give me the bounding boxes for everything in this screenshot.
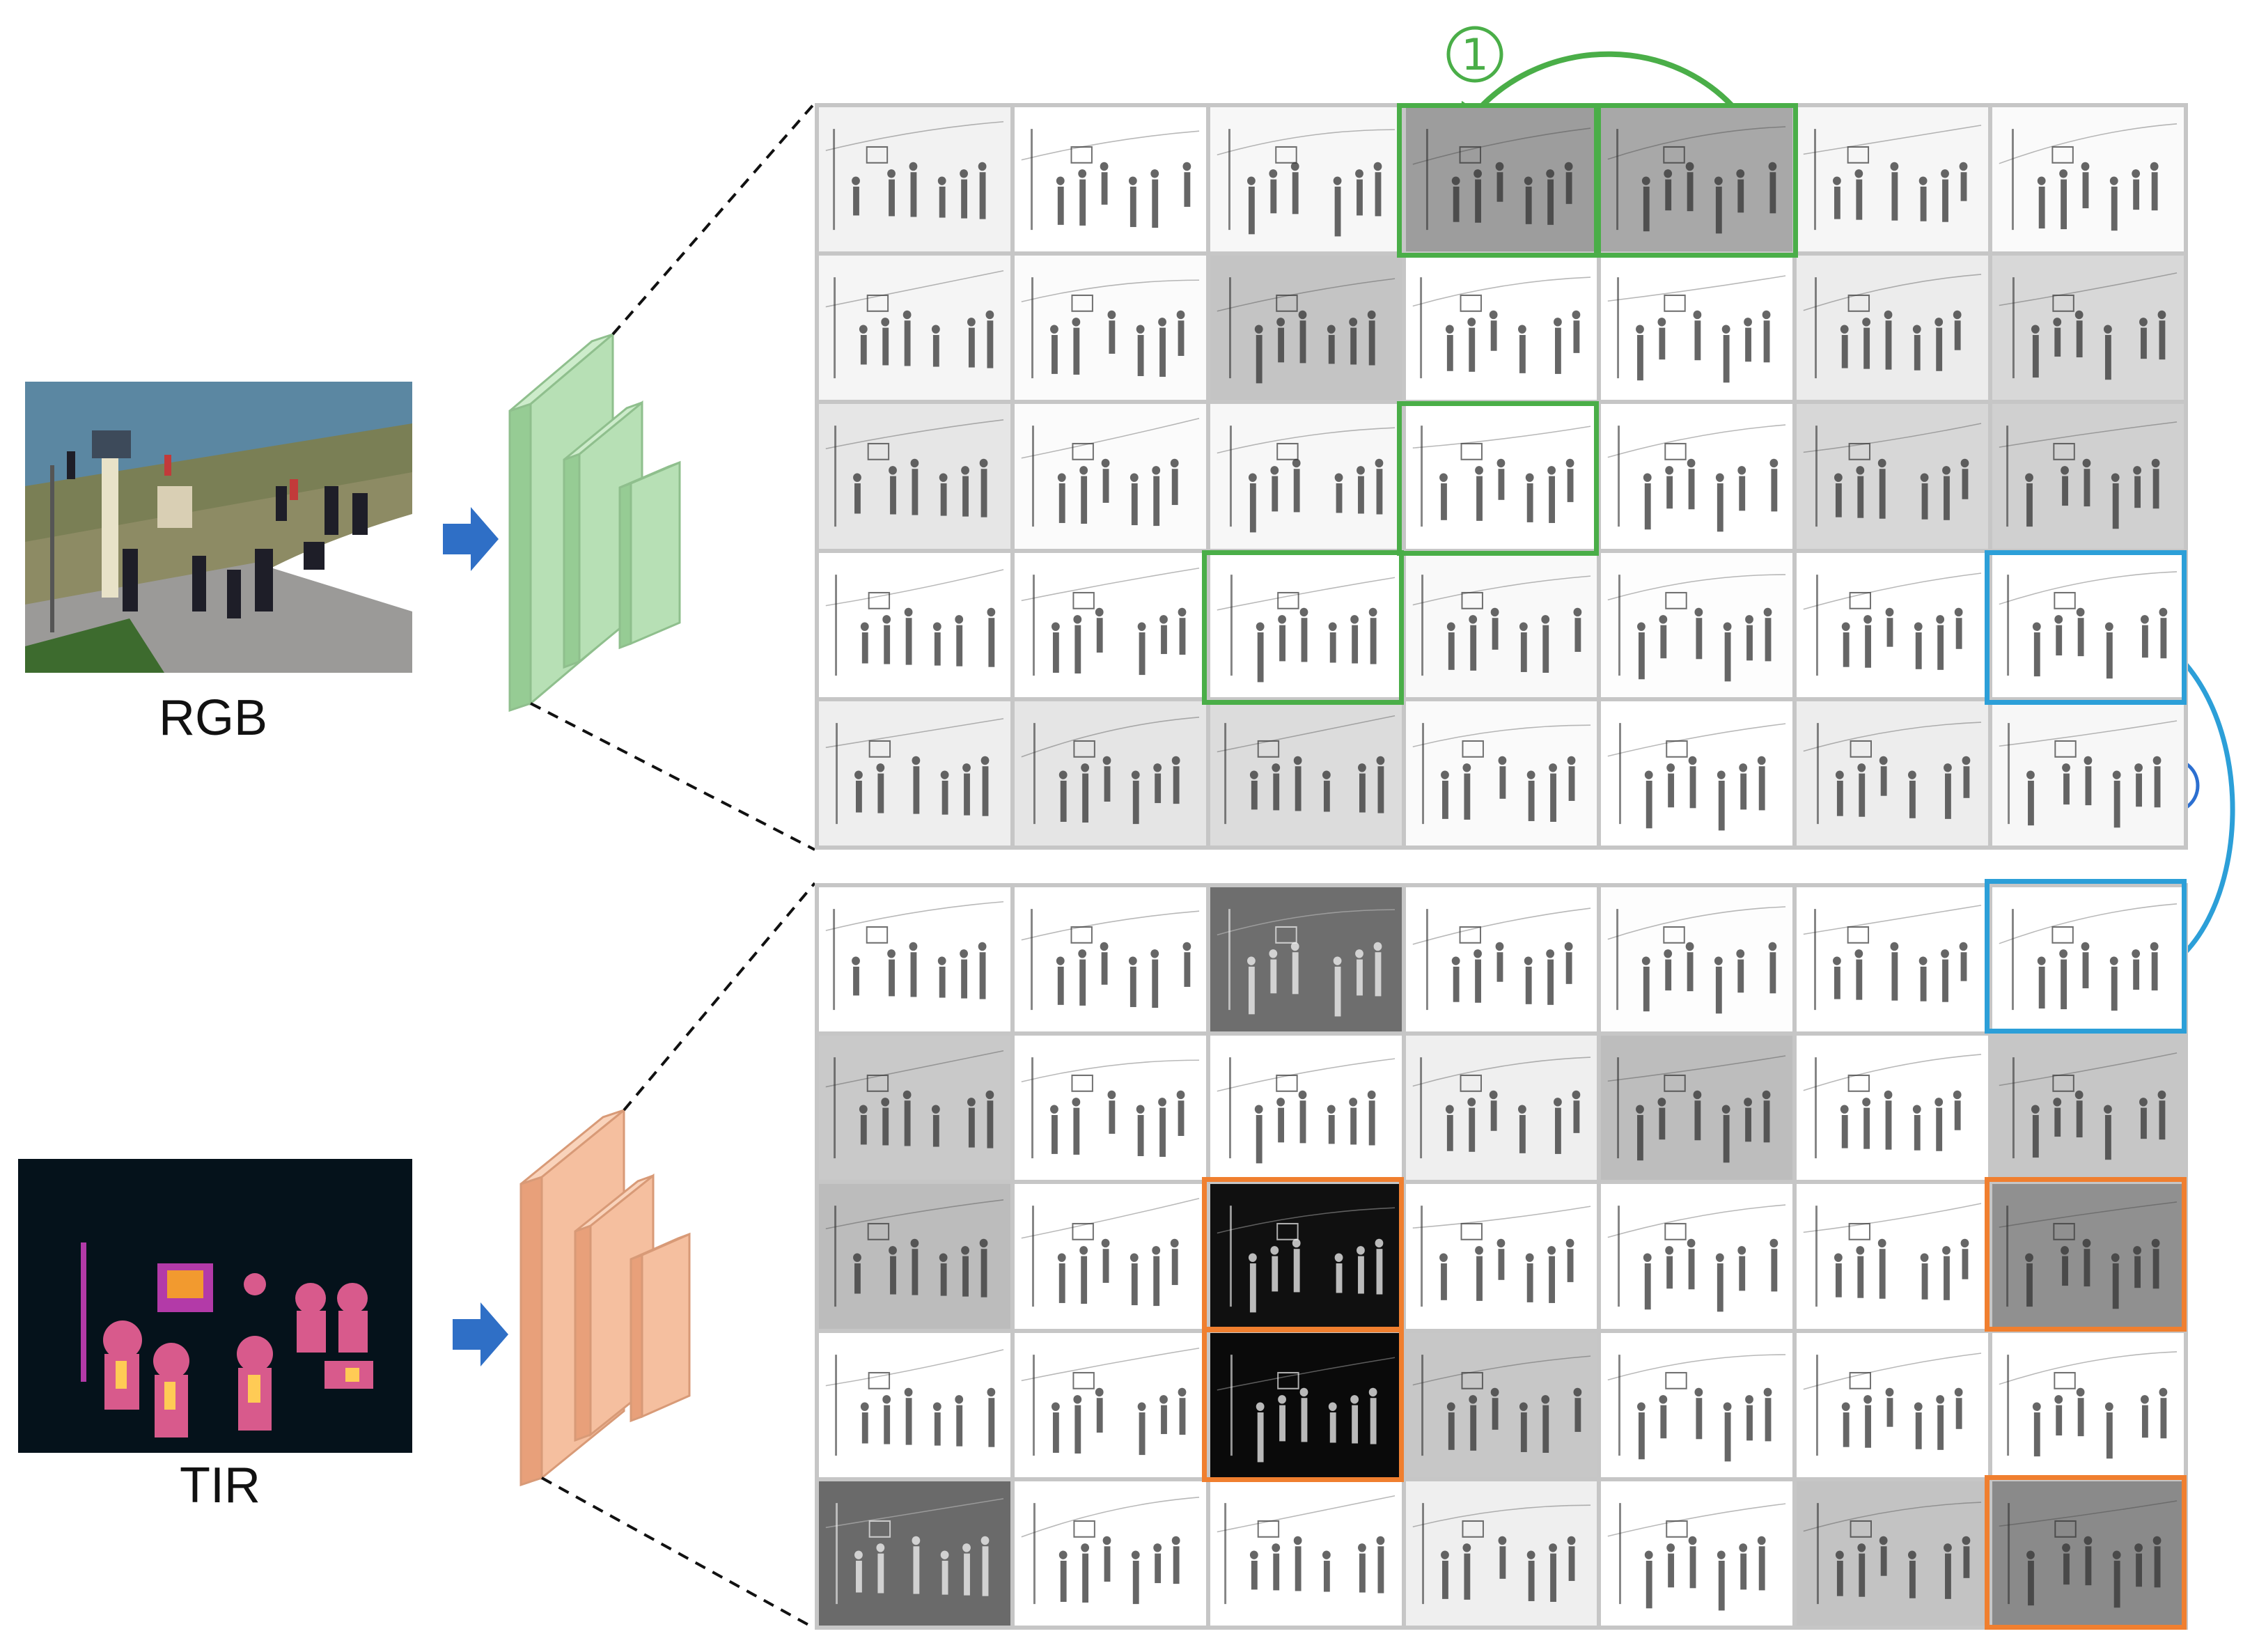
rgb-feature-map-r4c4 [1405, 552, 1597, 697]
tir-feature-map-r3c6 [1797, 1184, 1989, 1329]
tir-feature-map-r2c1 [819, 1036, 1010, 1180]
tir-feature-map-r1c2 [1014, 887, 1206, 1032]
rgb-feature-map-r4c3 [1210, 552, 1402, 697]
tir-backbone [519, 1107, 691, 1487]
tir-feature-map-r4c5 [1601, 1332, 1793, 1477]
rgb-feature-map-r2c2 [1014, 256, 1206, 400]
tir-input-arrow [453, 1302, 508, 1366]
rgb-feature-map-r3c3 [1210, 404, 1402, 549]
tir-input-image [18, 1159, 412, 1453]
rgb-feature-map-r5c7 [1992, 701, 2184, 846]
rgb-feature-map-r4c5 [1601, 552, 1793, 697]
rgb-feature-map-r5c2 [1014, 701, 1206, 846]
rgb-feature-map-r2c6 [1797, 256, 1989, 400]
tir-feature-map-r3c3 [1210, 1184, 1402, 1329]
tir-feature-map-r5c4 [1405, 1481, 1597, 1626]
tir-feature-map-r3c4 [1405, 1184, 1597, 1329]
rgb-feature-map-r2c5 [1601, 256, 1793, 400]
rgb-feature-map-r3c4 [1405, 404, 1597, 549]
svg-text:1: 1 [1461, 29, 1488, 80]
rgb-feature-map-r1c2 [1014, 107, 1206, 252]
tir-feature-map-r5c7 [1992, 1481, 2184, 1626]
rgb-caption: RGB [158, 690, 268, 746]
tir-feature-map-r4c4 [1405, 1332, 1597, 1477]
rgb-feature-map-r1c7 [1992, 107, 2184, 252]
tir-feature-map-r2c6 [1797, 1036, 1989, 1180]
rgb-feature-map-r4c2 [1014, 552, 1206, 697]
rgb-feature-map-r3c2 [1014, 404, 1206, 549]
rgb-feature-map-r4c1 [819, 552, 1010, 697]
tir-feature-map-r1c4 [1405, 887, 1597, 1032]
rgb-feature-map-r3c7 [1992, 404, 2184, 549]
rgb-feature-map-r2c4 [1405, 256, 1597, 400]
tir-caption: TIR [180, 1458, 260, 1513]
rgb-input-arrow [443, 507, 499, 571]
rgb-input-image [25, 382, 412, 673]
tir-feature-map-r1c6 [1797, 887, 1989, 1032]
rgb-feature-map-r1c5 [1601, 107, 1793, 252]
rgb-feature-map-r3c6 [1797, 404, 1989, 549]
tir-feature-map-r4c2 [1014, 1332, 1206, 1477]
tir-feature-map-r4c3 [1210, 1332, 1402, 1477]
tir-feature-map-r1c3 [1210, 887, 1402, 1032]
rgb-feature-map-r3c5 [1601, 404, 1793, 549]
rgb-feature-map-r2c1 [819, 256, 1010, 400]
tir-feature-map-r4c1 [819, 1332, 1010, 1477]
rgb-feature-map-r4c6 [1797, 552, 1989, 697]
tir-feature-map-grid [815, 883, 2188, 1630]
tir-feature-map-r1c5 [1601, 887, 1793, 1032]
rgb-feature-map-r4c7 [1992, 552, 2184, 697]
tir-feature-map-r5c6 [1797, 1481, 1989, 1626]
tir-feature-map-r2c4 [1405, 1036, 1597, 1180]
tir-feature-map-r3c5 [1601, 1184, 1793, 1329]
tir-feature-map-r3c7 [1992, 1184, 2184, 1329]
tir-feature-map-r1c1 [819, 887, 1010, 1032]
tir-feature-map-r1c7 [1992, 887, 2184, 1032]
tir-feature-map-r2c2 [1014, 1036, 1206, 1180]
tir-feature-map-r2c3 [1210, 1036, 1402, 1180]
rgb-feature-map-r1c1 [819, 107, 1010, 252]
rgb-feature-map-r1c6 [1797, 107, 1989, 252]
rgb-feature-map-r5c6 [1797, 701, 1989, 846]
tir-feature-map-r3c1 [819, 1184, 1010, 1329]
tir-feature-map-r5c3 [1210, 1481, 1402, 1626]
rgb-feature-map-r2c3 [1210, 256, 1402, 400]
tir-feature-map-r4c7 [1992, 1332, 2184, 1477]
rgb-feature-map-r5c5 [1601, 701, 1793, 846]
rgb-feature-map-r1c4 [1405, 107, 1597, 252]
rgb-feature-map-r5c1 [819, 701, 1010, 846]
rgb-feature-map-r3c1 [819, 404, 1010, 549]
zoom-lines [530, 102, 816, 1630]
rgb-feature-map-r1c3 [1210, 107, 1402, 252]
tir-feature-map-r2c5 [1601, 1036, 1793, 1180]
tir-feature-map-r5c2 [1014, 1481, 1206, 1626]
tir-feature-map-r3c2 [1014, 1184, 1206, 1329]
tir-scene [18, 1159, 412, 1453]
rgb-feature-map-r2c7 [1992, 256, 2184, 400]
rgb-scene [25, 382, 412, 673]
tir-feature-map-r5c5 [1601, 1481, 1793, 1626]
rgb-backbone [508, 332, 681, 712]
tir-feature-map-r2c7 [1992, 1036, 2184, 1180]
rgb-feature-map-grid [815, 103, 2188, 850]
tir-feature-map-r5c1 [819, 1481, 1010, 1626]
tir-feature-map-r4c6 [1797, 1332, 1989, 1477]
relation-1-badge-top: 1 [1446, 26, 1503, 83]
rgb-feature-map-r5c3 [1210, 701, 1402, 846]
rgb-feature-map-r5c4 [1405, 701, 1597, 846]
